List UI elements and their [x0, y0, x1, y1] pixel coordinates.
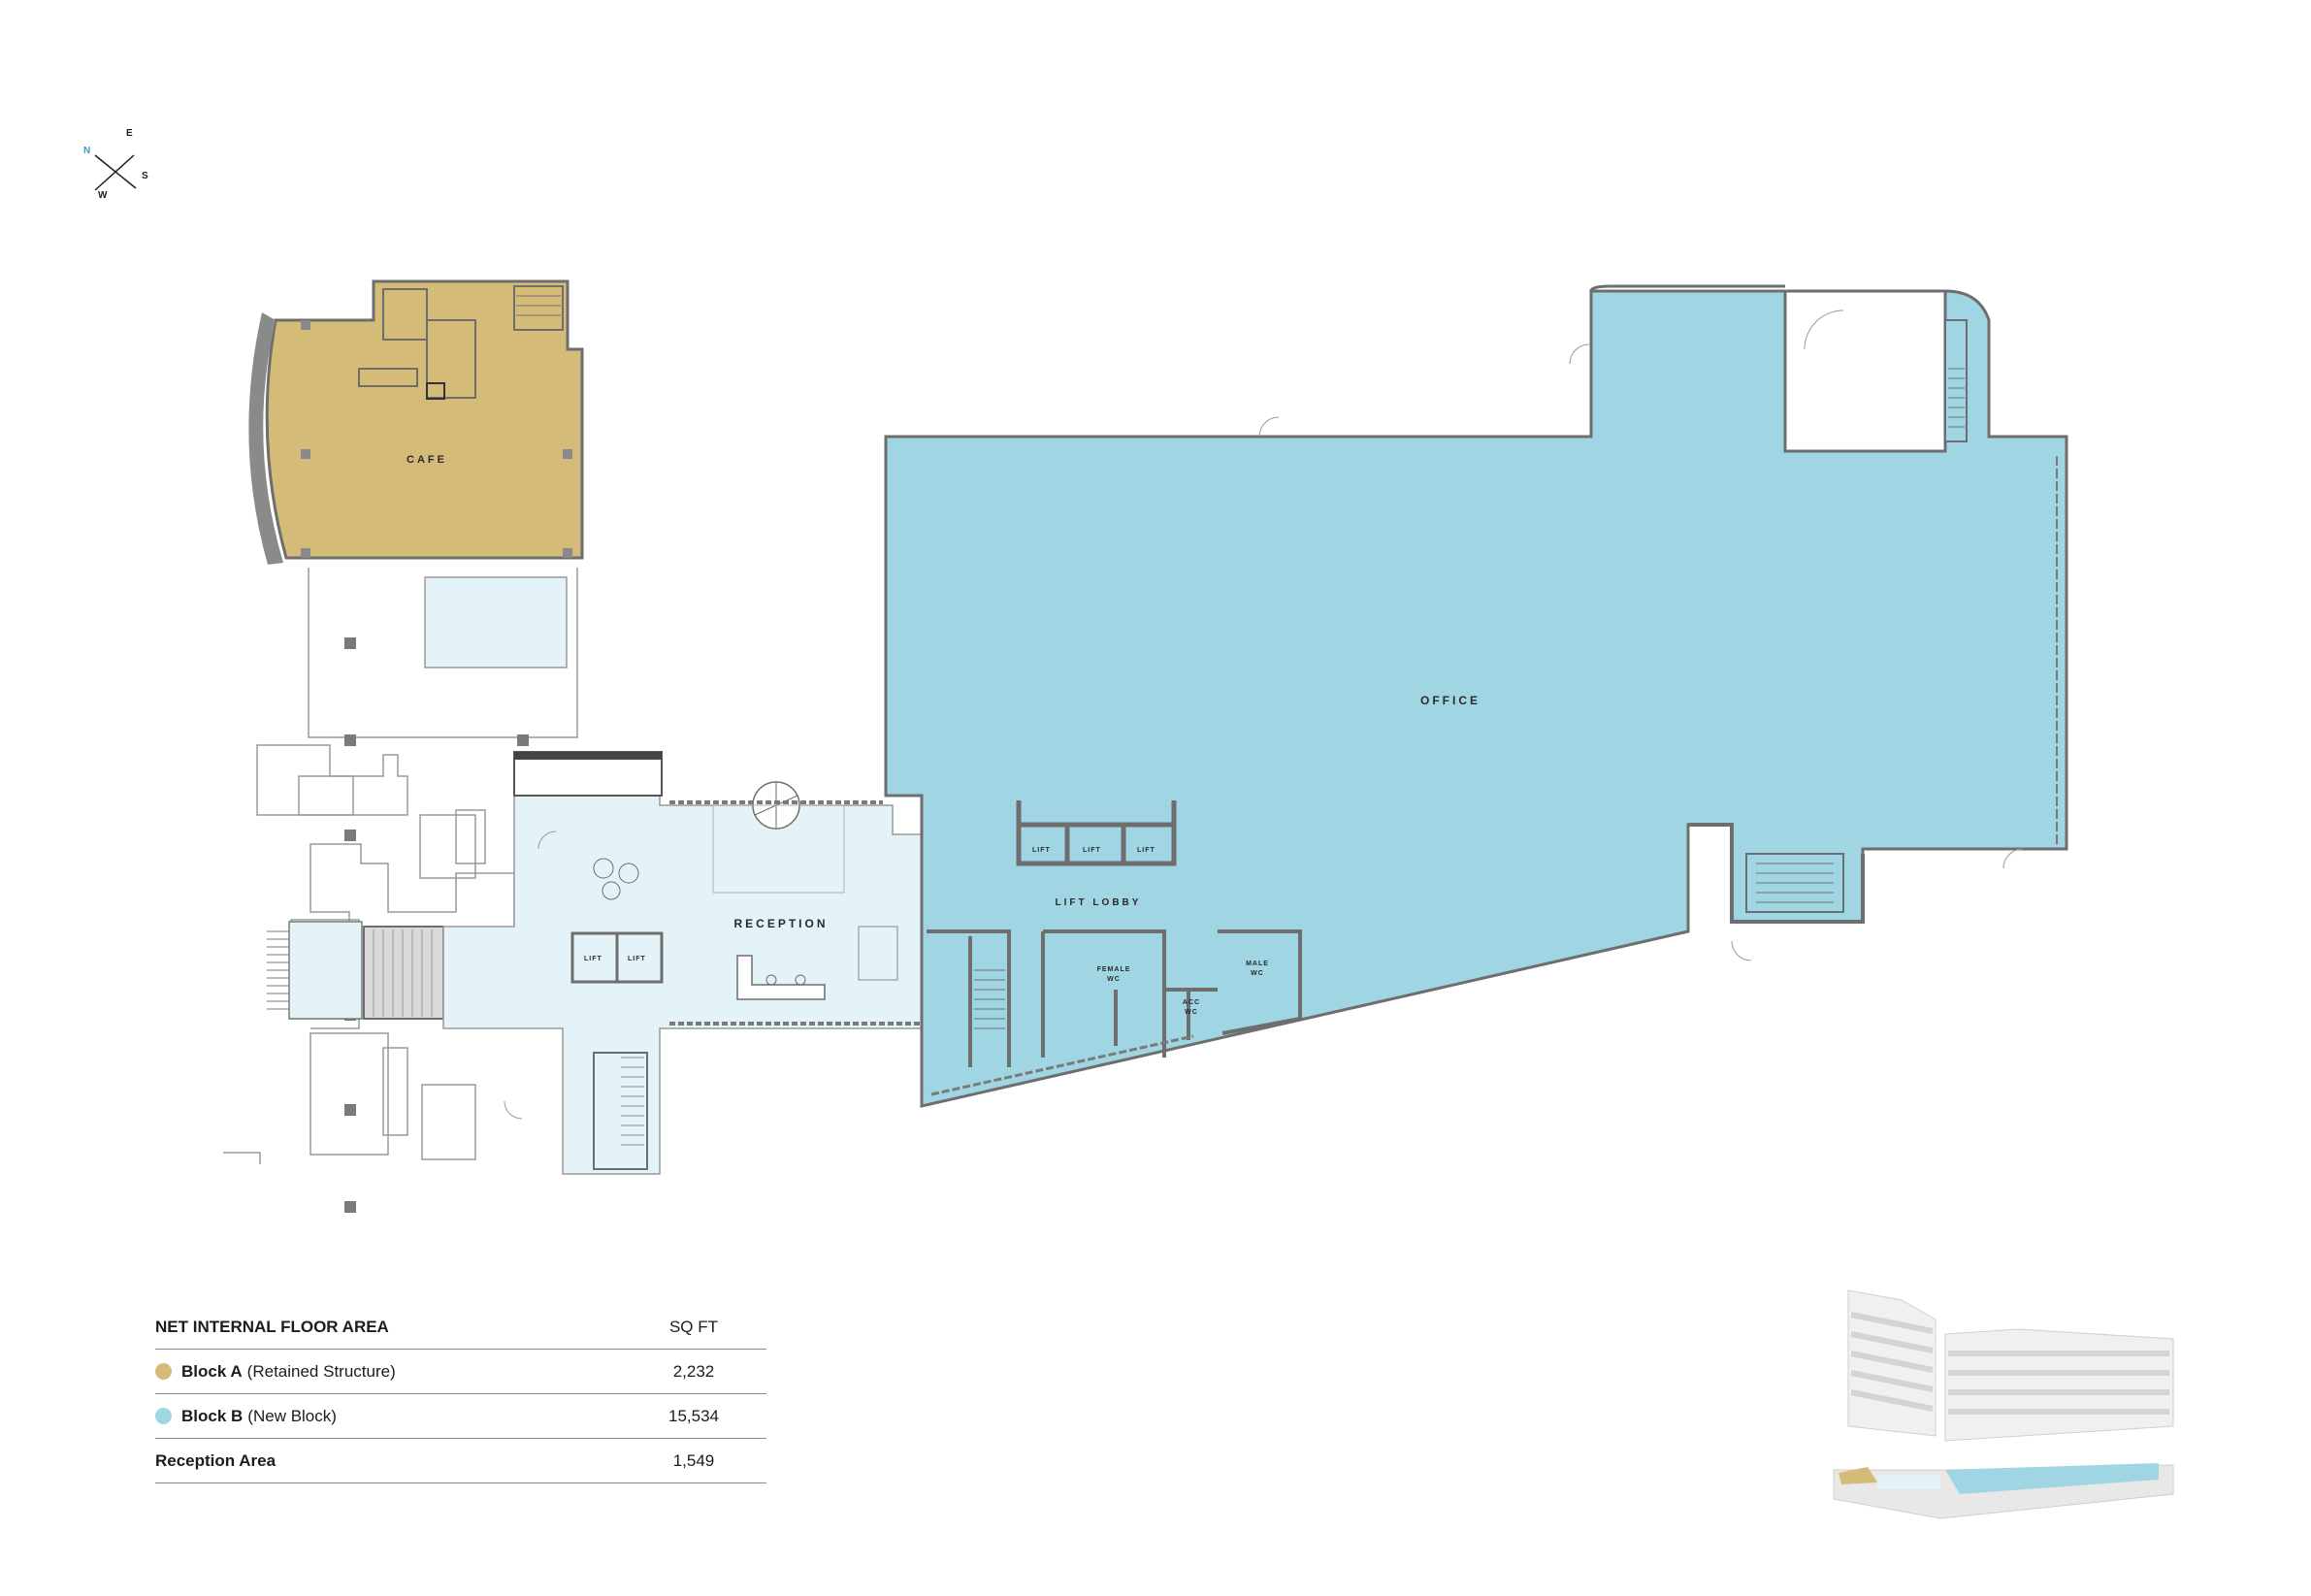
lift-3-label: LIFT	[1137, 847, 1156, 854]
toilet-core	[927, 929, 1302, 1067]
compass-s: S	[142, 171, 148, 181]
female-wc-label-2: WC	[1107, 976, 1121, 983]
room-label-reception: RECEPTION	[733, 917, 828, 930]
reception-area-name: Reception Area	[155, 1450, 277, 1470]
columns	[344, 637, 529, 1213]
block-b-office[interactable]: LIFT LIFT LIFT LIFT LOBBY FEMALE WC ACC …	[884, 284, 2068, 1108]
compass-e: E	[126, 128, 133, 139]
building-key-diagram	[1833, 1289, 2174, 1519]
east-core	[1688, 823, 1865, 924]
room-label-office: OFFICE	[1420, 694, 1481, 707]
area-table-title: NET INTERNAL FLOOR AREA	[155, 1317, 389, 1336]
area-row-block-b: Block B (New Block) 15,534	[155, 1394, 766, 1439]
compass-icon: N E S W	[83, 128, 148, 201]
area-table-header: NET INTERNAL FLOOR AREA SQ FT	[155, 1305, 766, 1350]
compass-n: N	[83, 146, 90, 156]
area-table-unit: SQ FT	[668, 1317, 719, 1336]
lift-1-label: LIFT	[1032, 847, 1051, 854]
block-a-swatch	[155, 1363, 172, 1380]
reception-lift-2: LIFT	[628, 956, 646, 962]
block-a-desc: (Retained Structure)	[246, 1361, 396, 1381]
block-a-value: 2,232	[672, 1361, 715, 1381]
lift-2-label: LIFT	[1083, 847, 1101, 854]
male-wc-label-1: MALE	[1246, 961, 1269, 967]
reception-area-value: 1,549	[672, 1450, 715, 1470]
block-b-value: 15,534	[668, 1406, 719, 1425]
block-b-swatch	[155, 1408, 172, 1424]
female-wc-label-1: FEMALE	[1097, 966, 1131, 973]
reception-area: LIFT LIFT RECEPTION	[424, 576, 928, 1175]
block-b-desc: (New Block)	[247, 1406, 337, 1425]
acc-wc-label-1: ACC	[1183, 999, 1200, 1006]
block-a-cafe[interactable]: CAFE	[248, 279, 584, 565]
area-row-block-a: Block A (Retained Structure) 2,232	[155, 1350, 766, 1394]
male-wc-label-2: WC	[1251, 970, 1264, 977]
area-row-reception: Reception Area 1,549	[155, 1439, 766, 1483]
room-label-cafe: CAFE	[407, 454, 447, 466]
compass-w: W	[98, 190, 108, 201]
acc-wc-label-2: WC	[1185, 1009, 1198, 1016]
door-swings	[504, 309, 2024, 1120]
reception-lift-1: LIFT	[584, 956, 602, 962]
room-label-lift-lobby: LIFT LOBBY	[1056, 897, 1142, 908]
west-entrance-stair	[267, 921, 444, 1020]
lift-core	[1016, 800, 1177, 866]
net-internal-floor-area-table: NET INTERNAL FLOOR AREA SQ FT Block A (R…	[155, 1305, 766, 1483]
block-b-name: Block B	[181, 1406, 244, 1425]
block-a-name: Block A	[181, 1361, 243, 1381]
